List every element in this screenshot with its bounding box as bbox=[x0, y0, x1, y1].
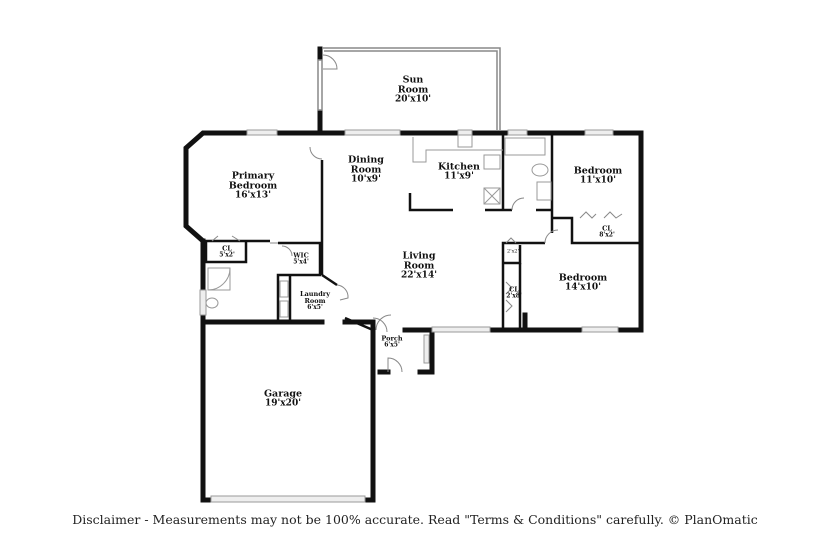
room-dimensions: 22'x14' bbox=[401, 270, 437, 281]
room-name: Room bbox=[397, 84, 429, 96]
windows bbox=[199, 129, 619, 503]
room-dimensions: 11'x9' bbox=[444, 171, 474, 182]
room-name: CL bbox=[509, 285, 519, 294]
fixtures bbox=[205, 134, 552, 318]
room-dimensions: 6'x5' bbox=[307, 303, 323, 311]
room-name: WIC bbox=[293, 251, 309, 260]
room-name: Living bbox=[402, 250, 436, 262]
room-dimensions: 8'x2' bbox=[599, 231, 615, 239]
room-name: Bedroom bbox=[228, 180, 278, 192]
room-dimensions: 14'x10' bbox=[565, 282, 601, 293]
sun-room-walls bbox=[317, 47, 501, 131]
room-name: Dining bbox=[348, 154, 384, 166]
room-name: Garage bbox=[263, 388, 303, 400]
interior-walls bbox=[203, 133, 641, 332]
room-name: Room bbox=[403, 260, 435, 272]
room-name: Room bbox=[350, 164, 382, 176]
room-dimensions: 6'x5' bbox=[384, 341, 400, 349]
room-dimensions: 2'x8' bbox=[506, 292, 522, 300]
disclaimer-text: Disclaimer - Measurements may not be 100… bbox=[72, 512, 758, 527]
room-name: Sun bbox=[402, 74, 424, 86]
room-name: Primary bbox=[231, 170, 275, 182]
room-name: CL bbox=[602, 224, 612, 233]
room-dimensions: 19'x20' bbox=[265, 398, 301, 409]
room-dimensions: 10'x9' bbox=[351, 174, 381, 185]
room-name: Laundry bbox=[300, 290, 330, 299]
room-name: Porch bbox=[381, 334, 403, 343]
room-name: CL bbox=[222, 244, 232, 253]
room-dimensions: 16'x13' bbox=[235, 190, 271, 201]
room-dimensions: 5'x4' bbox=[293, 258, 309, 266]
room-name: Bedroom bbox=[558, 272, 608, 284]
room-name: Kitchen bbox=[438, 161, 480, 173]
doors bbox=[211, 54, 623, 373]
room-dimensions: 5'x2' bbox=[219, 251, 235, 259]
room-dimensions: 20'x10' bbox=[395, 94, 431, 105]
room-name: Bedroom bbox=[573, 165, 623, 177]
room-dimensions: 11'x10' bbox=[580, 175, 616, 186]
room-dimensions: 2'x2' bbox=[507, 248, 519, 255]
exterior-walls bbox=[183, 46, 644, 503]
room-label-small-closet: 2'x2' bbox=[507, 248, 519, 255]
room-name: Room bbox=[304, 296, 326, 305]
